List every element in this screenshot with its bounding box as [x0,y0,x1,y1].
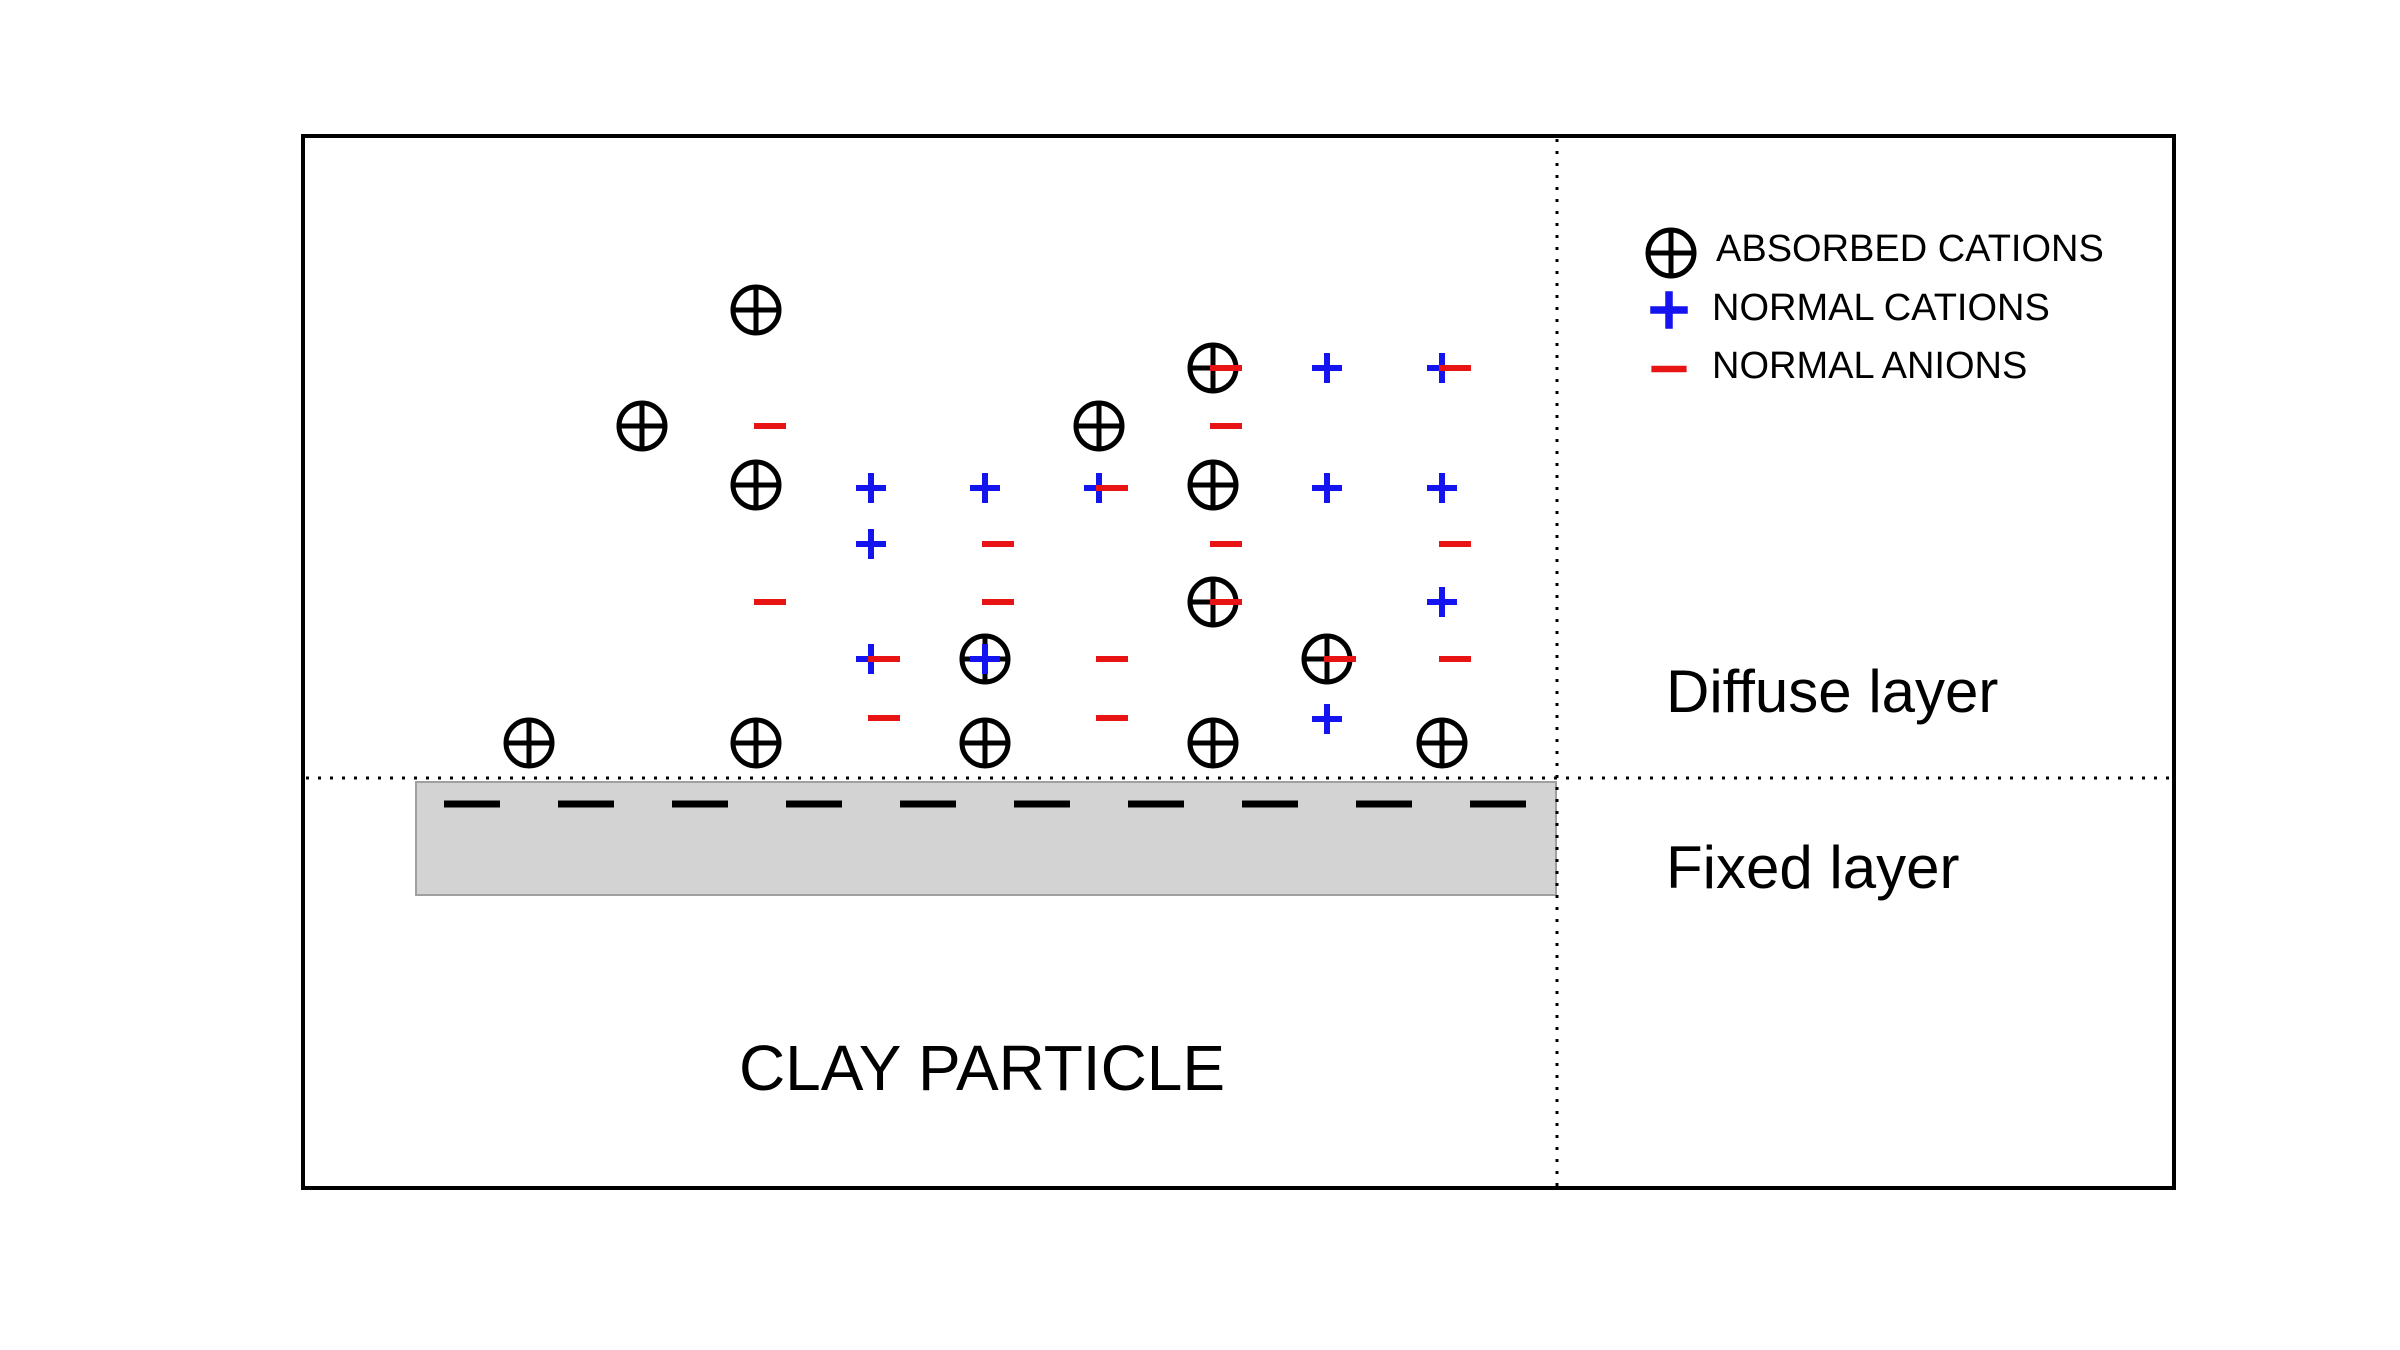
ion-cloud [506,287,1471,766]
absorbed-cation [733,462,779,508]
absorbed-cation [506,720,552,766]
legend-normal-cations: NORMAL CATIONS [1712,287,2050,329]
plus-icon [1650,291,1688,329]
absorbed-cation [1419,720,1465,766]
absorbed-cation [733,287,779,333]
fixed-layer-label: Fixed layer [1666,834,1959,901]
diffuse-layer-label: Diffuse layer [1666,658,1998,725]
absorbed-cation [1190,720,1236,766]
normal-cation [970,644,1000,674]
absorbed-cation [733,720,779,766]
normal-cation [1427,473,1457,503]
normal-cation [1427,587,1457,617]
legend-normal-anions: NORMAL ANIONS [1712,345,2027,387]
circled-plus-icon [1648,230,1694,276]
normal-cation [970,473,1000,503]
diagram-frame [301,134,2176,1190]
normal-cation [856,529,886,559]
normal-cation [856,473,886,503]
absorbed-cation [1076,403,1122,449]
clay-particle-label: CLAY PARTICLE [739,1032,1225,1104]
absorbed-cation [962,720,1008,766]
normal-cation [1312,353,1342,383]
absorbed-cation [1190,462,1236,508]
normal-cation [1312,473,1342,503]
normal-cation [1312,704,1342,734]
clay-particle-block [415,781,1557,896]
absorbed-cation [619,403,665,449]
legend-absorbed-cations: ABSORBED CATIONS [1716,228,2104,270]
legend: ABSORBED CATIONS NORMAL CATIONS NORMAL A… [1648,228,2104,387]
